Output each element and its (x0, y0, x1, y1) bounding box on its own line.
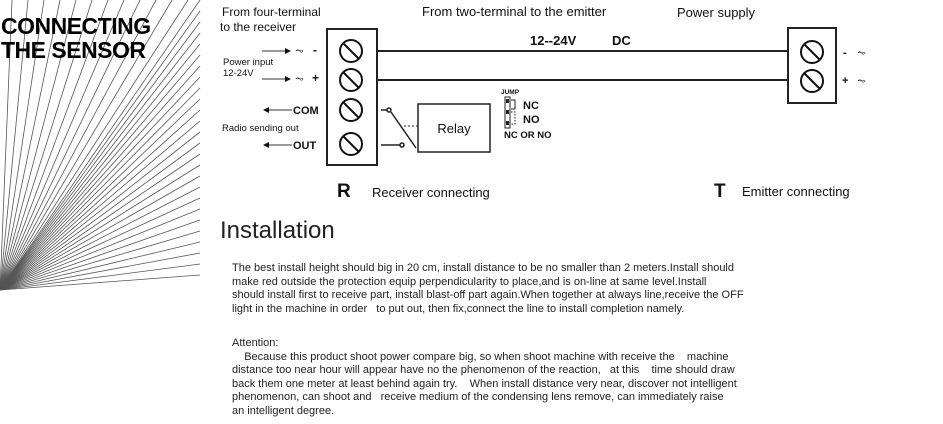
relay-label: Relay (437, 121, 471, 136)
relay-box (417, 103, 491, 153)
fan-line (0, 65, 201, 291)
no-label: NO (523, 114, 540, 126)
fan-line (0, 197, 201, 291)
fan-line (0, 186, 201, 291)
jump-label: JUMP (501, 89, 520, 96)
jumper-icon (504, 96, 516, 129)
fan-line (0, 0, 201, 291)
power-wires (377, 50, 788, 81)
emitter-connecting-label: Emitter connecting (742, 184, 850, 199)
attention-heading: Attention: (232, 337, 279, 349)
installation-heading: Installation (220, 217, 335, 244)
fan-line (0, 0, 93, 291)
fan-line (0, 0, 13, 291)
text-line: The best install height should big in 20… (232, 262, 734, 274)
ac-symbol-icon: ⏦ (295, 73, 304, 85)
text-line: Because this product shoot power compare… (232, 350, 729, 363)
input-arrows (262, 48, 292, 148)
text-line: distance too near hour will appear have … (232, 364, 735, 377)
fan-line (0, 0, 125, 291)
fan-line (0, 208, 201, 291)
fan-line (0, 131, 201, 291)
receiver-header-2: to the receiver (220, 20, 296, 34)
voltage-label: 12--24V (530, 33, 577, 48)
nc-label: NC (523, 100, 539, 112)
power-input-label: Power input (223, 57, 274, 68)
fan-line (0, 274, 201, 291)
fan-line (0, 98, 201, 291)
fan-line (0, 164, 201, 291)
text-line: back them one meter at least behind agai… (232, 377, 737, 390)
text-line: should install first to receive part, in… (232, 289, 744, 302)
fan-line (0, 109, 201, 291)
fan-line (0, 0, 189, 291)
decorative-fan-lines (0, 0, 201, 291)
nc-or-no-label: NC OR NO (504, 130, 552, 141)
minus-label: - (313, 43, 317, 57)
title-line-1: CONNECTING (1, 13, 151, 39)
fan-line (0, 0, 157, 291)
fan-line (0, 0, 109, 291)
title-line-2: THE SENSOR (1, 37, 146, 63)
fan-line (0, 241, 201, 291)
fan-line (0, 252, 201, 291)
fan-line (0, 21, 201, 291)
ac-symbol-icon: ⏦ (295, 45, 304, 57)
fan-line (0, 76, 201, 291)
fan-line (0, 0, 173, 291)
emitter-screws (800, 40, 824, 93)
text-line: light in the machine in order to put out… (232, 302, 685, 315)
emitter-header: From two-terminal to the emitter (422, 4, 607, 19)
fan-line (0, 175, 201, 291)
receiver-connecting-label: Receiver connecting (372, 185, 490, 200)
ac-symbol-icon: ⏦ (857, 47, 866, 59)
receiver-screws (339, 39, 363, 156)
fan-line (0, 153, 201, 291)
wiring-diagram: From four-terminal to the receiver From … (220, 4, 866, 202)
relay-switch (381, 107, 418, 149)
power-input-voltage: 12-24V (223, 68, 254, 79)
fan-line (0, 230, 201, 291)
fan-line (0, 43, 201, 291)
emitter-minus-label: - (843, 47, 847, 59)
receiver-header: From four-terminal (222, 5, 321, 19)
radio-out-label: Radio sending out (222, 123, 299, 134)
text-line: phenomenon, can shoot and receive medium… (232, 391, 724, 404)
attention-paragraph: Attention: Because this product shoot po… (232, 337, 902, 419)
fan-line (0, 142, 201, 291)
fan-line (0, 120, 201, 291)
fan-line (0, 87, 201, 291)
plus-label: + (312, 71, 319, 85)
page-title: CONNECTING THE SENSOR (1, 14, 151, 62)
fan-line (0, 263, 201, 291)
com-label: COM (293, 105, 319, 117)
out-label: OUT (293, 140, 317, 152)
receiver-letter: R (337, 181, 351, 202)
fan-line (0, 0, 77, 291)
fan-line (0, 0, 141, 291)
fan-line (0, 10, 201, 291)
emitter-plus-label: + (842, 75, 848, 87)
ac-symbol-icon: ⏦ (857, 75, 866, 87)
dc-label: DC (612, 33, 631, 48)
fan-line (0, 54, 201, 291)
fan-line (0, 0, 61, 291)
fan-line (0, 0, 45, 291)
fan-line (0, 219, 201, 291)
text-line: an intelligent degree. (232, 404, 335, 417)
text-line: make red outside the protection equip pe… (232, 275, 707, 288)
installation-paragraph: The best install height should big in 20… (232, 262, 902, 316)
emitter-letter: T (714, 181, 726, 202)
power-supply-label: Power supply (677, 5, 756, 20)
fan-line (0, 32, 201, 291)
fan-line (0, 0, 29, 291)
